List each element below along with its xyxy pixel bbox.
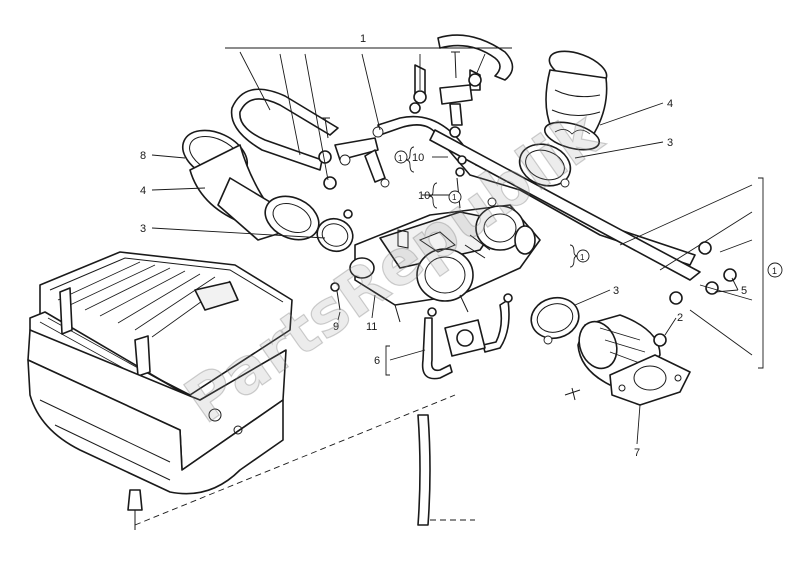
callout-10-a: 10 [412,152,424,164]
callout-5: 5 [741,285,747,297]
callout-3-left: 3 [140,223,146,235]
airbox [27,251,293,530]
callout-10-b: 10 [418,190,430,202]
vent-hoses [230,34,701,281]
right-intake-manifold [530,296,691,406]
callout-7: 7 [634,447,640,459]
leader-lines [151,47,764,445]
callout-4-left: 4 [140,185,146,197]
callout-9: 9 [333,321,339,333]
throttle-body [349,197,541,323]
callout-3-mid: 3 [613,285,619,297]
callout-1-right: 1 [772,266,777,276]
hose-clamps [669,241,737,305]
callout-2: 2 [677,312,683,324]
callout-11: 11 [366,321,377,333]
screw-9 [330,282,341,311]
callout-labels: 1 8 4 3 4 3 1 10 10 1 1 9 11 3 2 6 7 5 1 [140,33,777,459]
routing-lines [134,394,475,526]
callout-8: 8 [140,150,146,162]
lower-hose-assembly [421,293,513,380]
callout-1-mid: 1 [580,253,585,262]
callout-1-top: 1 [360,33,366,45]
callout-1-left-a: 1 [398,154,403,163]
callout-6: 6 [374,355,380,367]
drain-hose [417,414,431,526]
right-intake-elbow [518,50,608,188]
reference-markers [394,150,783,278]
callout-1-left-b: 1 [452,193,457,202]
callout-3-right: 3 [667,137,673,149]
callout-4-right: 4 [667,98,673,110]
